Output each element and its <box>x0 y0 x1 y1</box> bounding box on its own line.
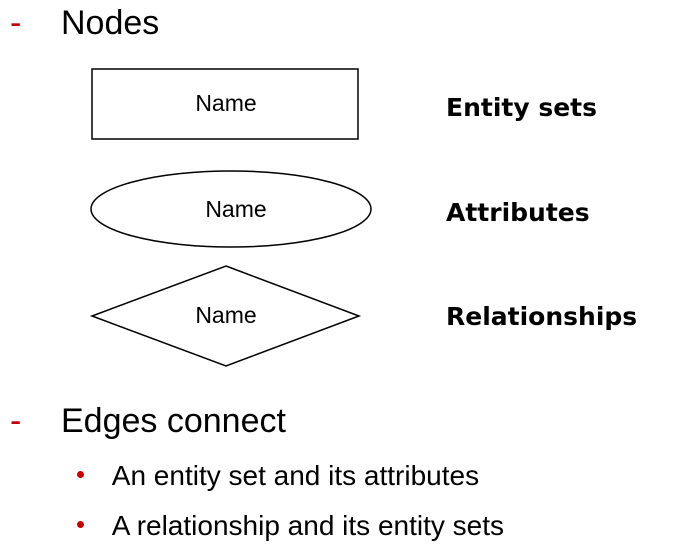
edges-item-text: A relationship and its entity sets <box>111 510 504 541</box>
nodes-dash: - <box>10 4 22 42</box>
nodes-heading: Nodes <box>61 4 160 42</box>
entity-set-rectangle <box>91 68 359 140</box>
edges-item: An entity set and its attributes <box>77 462 479 490</box>
entity-sets-label: Entity sets <box>446 93 598 122</box>
attribute-ellipse <box>90 170 372 248</box>
bullet-dot-icon <box>77 471 84 479</box>
bullet-dot-icon <box>77 521 84 529</box>
attribute-shape-label: Name <box>205 196 267 222</box>
edges-heading: Edges connect <box>61 402 286 440</box>
entity-set-shape-label: Name <box>195 90 257 116</box>
edges-dash: - <box>10 402 22 440</box>
edges-item: A relationship and its entity sets <box>77 512 504 540</box>
relationship-shape-label: Name <box>195 302 257 328</box>
edges-item-text: An entity set and its attributes <box>111 460 480 491</box>
relationships-label: Relationships <box>446 302 638 331</box>
relationship-diamond <box>89 265 362 367</box>
attributes-label: Attributes <box>446 198 590 227</box>
